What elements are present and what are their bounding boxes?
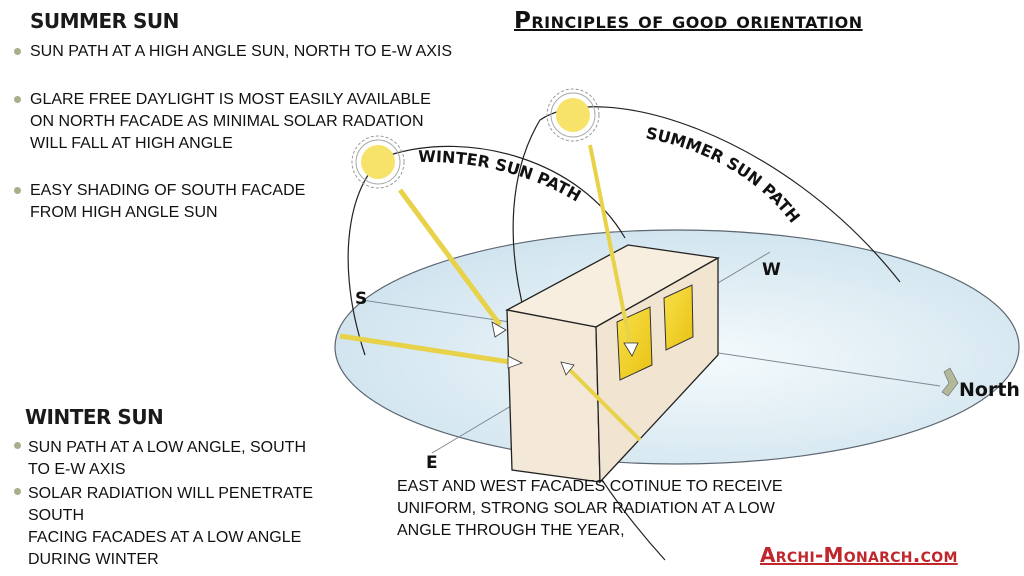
bullet-icon: [14, 187, 21, 194]
summer-bullet-3: EASY SHADING OF SOUTH FACADE FROM HIGH A…: [14, 180, 305, 224]
window-right: [663, 284, 694, 351]
winter-bullet-1: SUN PATH AT A LOW ANGLE, SOUTH TO E-W AX…: [14, 437, 306, 481]
bullet-icon: [14, 442, 21, 449]
north-arrow-icon: [941, 367, 959, 397]
south-label: S: [355, 289, 367, 309]
west-label: W: [762, 260, 781, 280]
bullet-icon: [14, 488, 21, 495]
summer-sun-heading: SUMMER SUN: [30, 9, 179, 33]
east-label: E: [426, 453, 438, 473]
winter-sun-path-label: WINTER SUN PATH: [418, 147, 584, 206]
north-label: North: [959, 379, 1020, 401]
summer-sun-path-label: SUMMER SUN PATH: [644, 123, 804, 226]
winter-sun-heading: WINTER SUN: [25, 405, 164, 429]
winter-bullet-2: SOLAR RADIATION WILL PENETRATE SOUTH FAC…: [14, 483, 313, 571]
summer-bullet-1: SUN PATH AT A HIGH ANGLE SUN, NORTH TO E…: [14, 41, 452, 63]
summer-bullet-2: GLARE FREE DAYLIGHT IS MOST EASILY AVAIL…: [14, 89, 431, 155]
bullet-icon: [14, 48, 21, 55]
winter-sun-icon: [351, 135, 405, 189]
summer-sun-icon: [546, 88, 600, 142]
brand-watermark[interactable]: Archi-Monarch.com: [760, 543, 958, 567]
bullet-icon: [14, 96, 21, 103]
page-title: Principles of good orientation: [514, 8, 863, 34]
east-west-note: EAST AND WEST FACADES COTINUE TO RECEIVE…: [397, 478, 783, 539]
